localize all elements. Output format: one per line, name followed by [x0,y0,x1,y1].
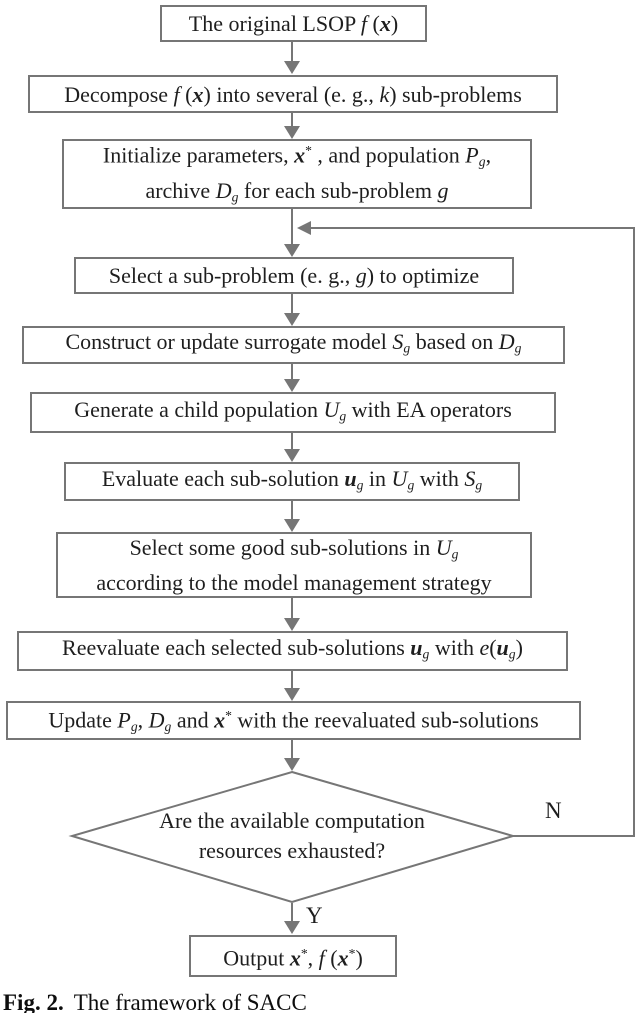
node-line: The original LSOP f (x) [188,11,399,36]
node-line: Select some good sub-solutions in Ug [129,534,459,562]
branch-label-yes: Y [306,903,323,928]
node-line: Initialize parameters, x* , and populati… [102,142,492,170]
feedback-arrowhead-icon [297,221,311,235]
node-original-lsop: The original LSOP f (x) [160,5,427,42]
arrow-down-icon [284,244,300,257]
node-line: archive Dg for each sub-problem g [145,178,449,205]
branch-label-no: N [545,798,562,823]
arrow-down-icon [284,519,300,532]
node-line: Select a sub-problem (e. g., g) to optim… [108,263,480,288]
node-line: Construct or update surrogate model Sg b… [65,329,522,356]
node-select-good: Select some good sub-solutions in Ug acc… [56,532,532,598]
arrow-down-icon [284,313,300,326]
node-evaluate: Evaluate each sub-solution ug in Ug with… [64,462,520,501]
arrow-down-icon [284,61,300,74]
node-line: Decompose f (x) into several (e. g., k) … [64,81,522,107]
node-line: Are the available computation [159,808,425,833]
node-reevaluate: Reevaluate each selected sub-solutions u… [17,631,568,671]
node-decompose: Decompose f (x) into several (e. g., k) … [28,75,558,113]
node-line: Update Pg, Dg and x* with the reevaluate… [48,707,539,734]
arrow-down-icon [284,688,300,701]
node-line: according to the model management strate… [96,570,492,596]
node-generate-children: Generate a child population Ug with EA o… [30,392,556,433]
arrow-down-icon [284,618,300,631]
node-select-subproblem: Select a sub-problem (e. g., g) to optim… [74,257,514,294]
decision-diamond [68,770,517,904]
feedback-line [311,227,635,837]
node-line: Evaluate each sub-solution ug in Ug with… [101,465,483,493]
node-line: Output x*, f (x*) [223,945,363,971]
node-line: Reevaluate each selected sub-solutions u… [62,635,523,662]
decision-question: Are the available computation resources … [112,806,472,866]
figure-caption-number: Fig. 2. [3,990,64,1013]
node-update: Update Pg, Dg and x* with the reevaluate… [6,701,581,740]
figure-caption: Fig. 2. The framework of SACC [3,990,307,1013]
node-output: Output x*, f (x*) [189,935,397,977]
arrow-down-icon [284,126,300,139]
arrow-down-icon [284,921,300,934]
node-initialize: Initialize parameters, x* , and populati… [62,139,532,209]
node-line: resources exhausted? [198,838,386,863]
node-construct-surrogate: Construct or update surrogate model Sg b… [22,326,565,364]
arrow-down-icon [284,449,300,462]
node-line: Generate a child population Ug with EA o… [74,396,512,424]
figure-caption-text: The framework of SACC [73,990,307,1013]
arrow-down-icon [284,758,300,771]
arrow-down-icon [284,379,300,392]
